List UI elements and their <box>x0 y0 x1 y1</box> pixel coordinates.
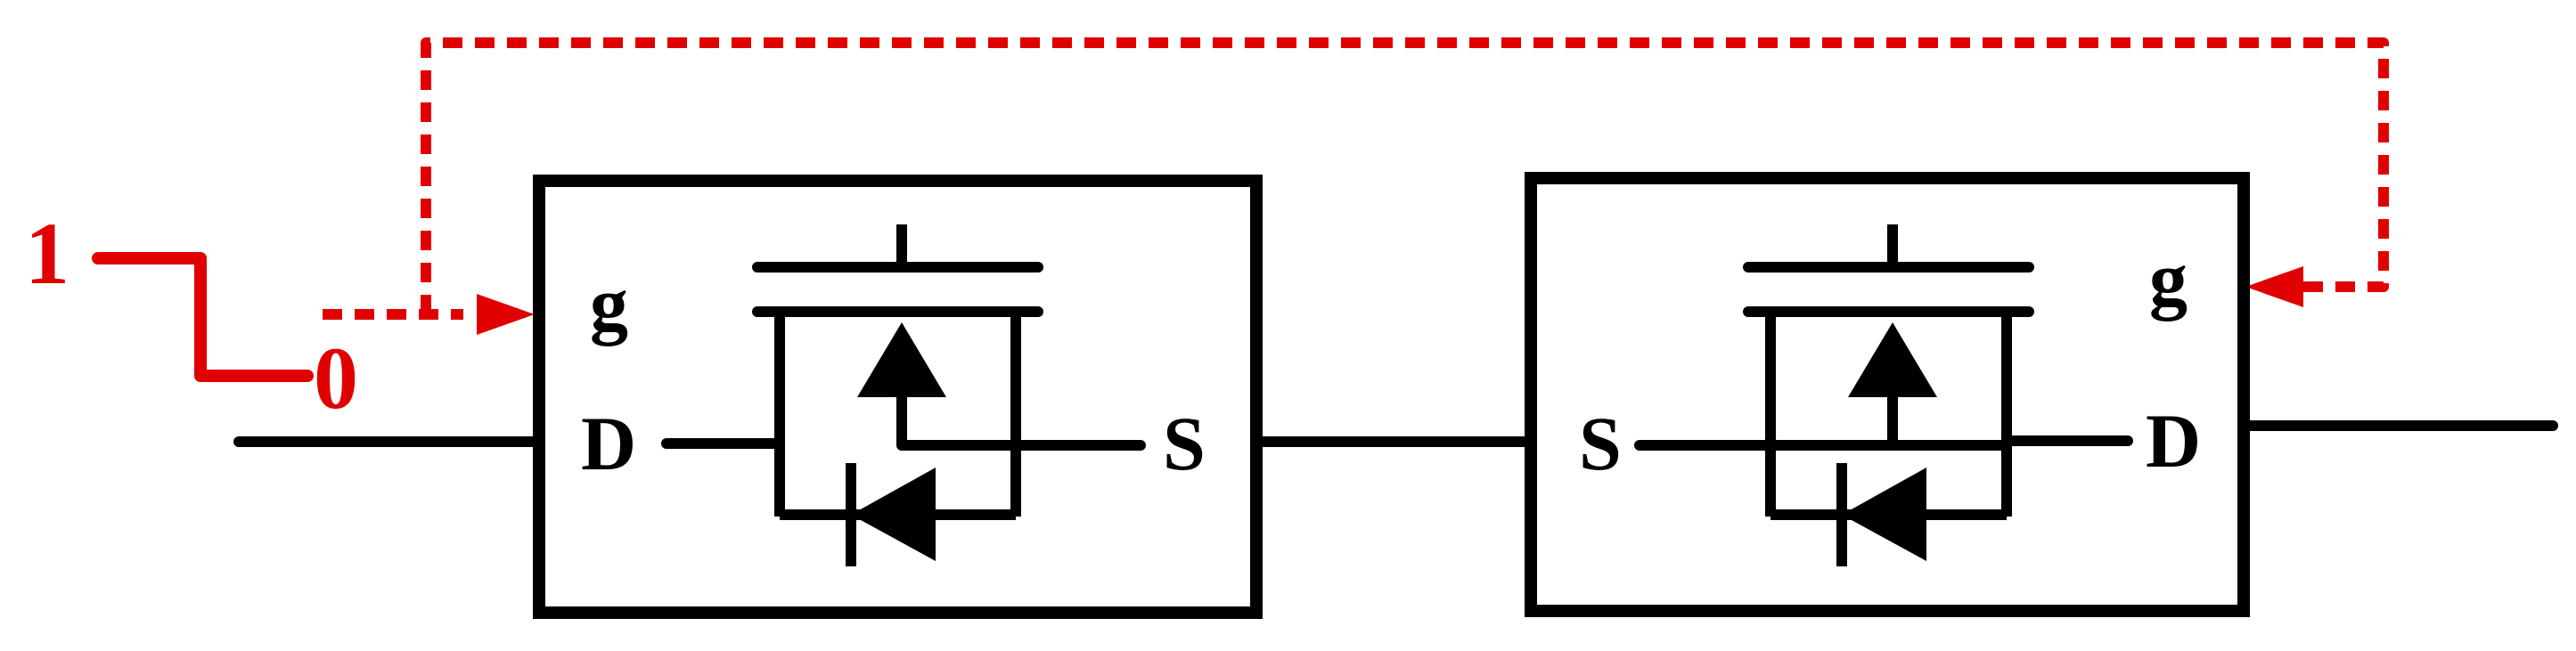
mosfet-icon-right <box>1748 224 2029 566</box>
switch-module-left: g D S <box>533 175 1263 619</box>
signal-step-line <box>92 252 314 382</box>
gate-label-left: g <box>590 261 628 346</box>
source-label-left: S <box>1163 401 1206 486</box>
signal-low-label: 0 <box>314 329 358 427</box>
switch-box-left <box>533 175 1263 619</box>
switching-signal-waveform: 1 0 <box>25 204 358 427</box>
source-label-right: S <box>1579 401 1622 486</box>
mosfet-icon-left <box>757 224 1038 566</box>
gate-label-right: g <box>2149 236 2188 321</box>
switch-box-right <box>1525 172 2250 617</box>
gate-arrow-left-icon <box>477 294 535 335</box>
power-wires <box>233 420 2558 447</box>
switch-module-right: g S D <box>1525 172 2250 617</box>
gate-drive-dashed-line <box>323 37 2389 335</box>
drain-label-left: D <box>581 401 636 486</box>
gate-arrow-right-icon <box>2245 266 2303 307</box>
signal-high-label: 1 <box>25 204 70 303</box>
drain-label-right: D <box>2146 398 2201 484</box>
